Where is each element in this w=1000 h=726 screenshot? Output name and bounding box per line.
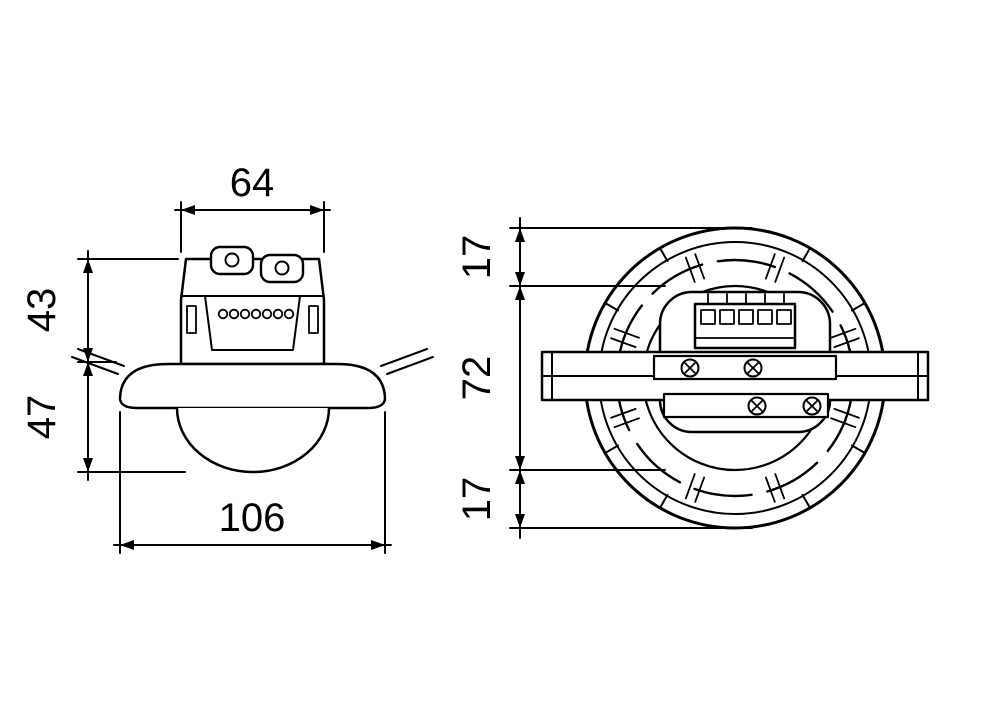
dimension-width-total: 106: [113, 411, 392, 554]
screw-4: [802, 396, 822, 416]
dim-label-offset-top: 17: [455, 235, 499, 280]
vent-holes: [217, 308, 295, 320]
dimension-width-top: 64: [174, 161, 331, 253]
screw-3: [747, 396, 767, 416]
rear-view-dimensions: 17 72 17: [455, 217, 753, 539]
dim-label-height-lower: 47: [20, 395, 64, 440]
dimension-heights: 43 47: [20, 250, 186, 481]
dim-label-width-total: 106: [219, 496, 286, 540]
dim-label-height-upper: 43: [20, 288, 64, 333]
terminal-wire-entries: [707, 293, 785, 304]
front-view-dimensions: 64 43 47 106: [20, 161, 392, 554]
trim-flange: [118, 362, 387, 410]
side-slot-left: [186, 305, 197, 334]
clamp-screw-right: [259, 253, 305, 284]
dim-label-body-height: 72: [455, 356, 499, 401]
clamp-screw-left: [209, 245, 255, 276]
sensor-module-outline: [204, 295, 301, 351]
dim-label-width-top: 64: [230, 161, 275, 205]
bracket-plate-lower: [662, 392, 830, 419]
rear-view: [540, 226, 930, 530]
screw-2: [743, 358, 763, 378]
front-view: [71, 245, 434, 474]
dim-label-offset-bottom: 17: [455, 477, 499, 522]
sensor-dome: [175, 406, 331, 474]
terminal-block: [693, 293, 797, 350]
rim-spokes: [604, 247, 866, 509]
screw-1: [680, 358, 700, 378]
spring-ring-ticks: [610, 253, 860, 503]
side-slot-right: [308, 305, 319, 334]
